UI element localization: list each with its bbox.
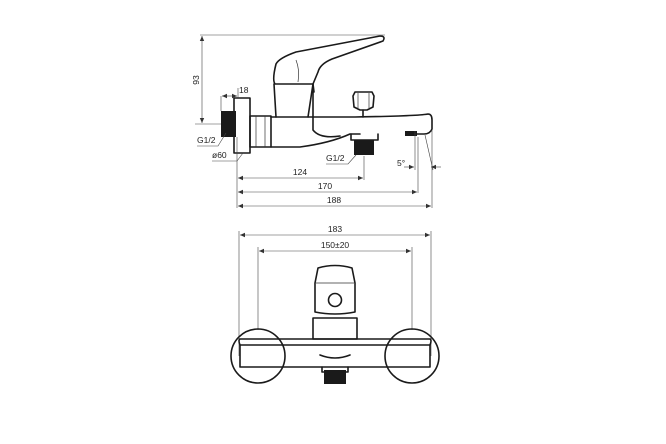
dim-18: 18 bbox=[239, 85, 249, 95]
front-column bbox=[312, 317, 358, 340]
rosette-nut bbox=[249, 115, 272, 148]
dim-124: 124 bbox=[293, 167, 307, 177]
front-body bbox=[239, 344, 431, 368]
wall-thread-block bbox=[221, 111, 236, 137]
dim-183: 183 bbox=[328, 224, 342, 234]
diverter-knob bbox=[352, 91, 375, 111]
dim-170: 170 bbox=[318, 181, 332, 191]
spout-mouth bbox=[405, 131, 417, 136]
label-g12-wall: G1/2 bbox=[197, 135, 216, 145]
eccentric-body bbox=[233, 97, 251, 154]
front-diverter-knob bbox=[327, 292, 343, 308]
side-view: 93 18 G1/2 ø60 G1/2 5° 124 170 bbox=[191, 34, 441, 209]
rosette-right bbox=[384, 328, 440, 384]
dim-150-20: 150±20 bbox=[321, 240, 350, 250]
front-outlet bbox=[324, 370, 346, 384]
lever-handle bbox=[272, 35, 385, 85]
label-5deg: 5° bbox=[397, 158, 405, 168]
label-g12-outlet: G1/2 bbox=[326, 153, 345, 163]
label-d60: ø60 bbox=[212, 150, 227, 160]
front-lever bbox=[314, 264, 356, 315]
front-view: 183 150±20 bbox=[230, 224, 440, 384]
mixer-body bbox=[270, 113, 433, 148]
shower-outlet bbox=[350, 133, 379, 141]
dim-188: 188 bbox=[327, 195, 341, 205]
rosette-left bbox=[230, 328, 286, 384]
dim-height-93: 93 bbox=[191, 75, 201, 85]
